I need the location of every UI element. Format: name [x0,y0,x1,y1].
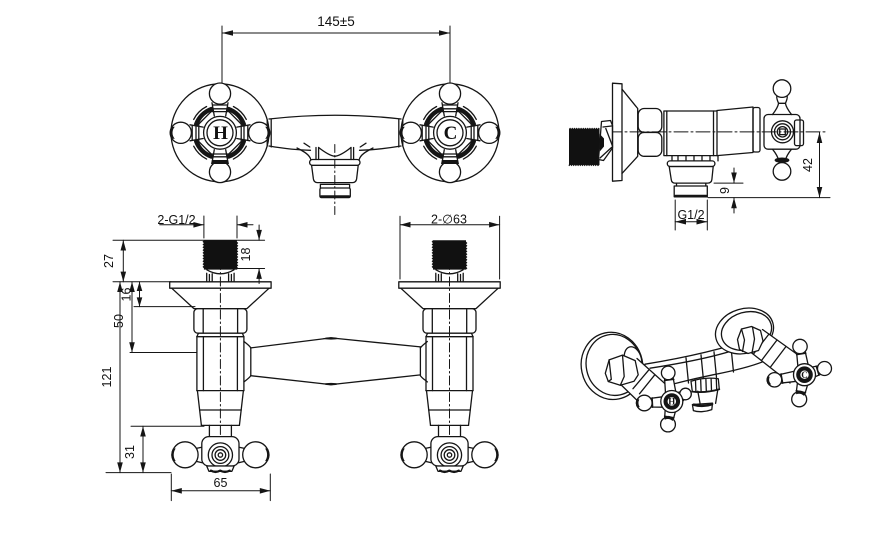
svg-text:9: 9 [718,187,732,194]
svg-text:2-∅63: 2-∅63 [431,213,467,227]
svg-text:2-G1/2: 2-G1/2 [157,213,195,227]
svg-text:42: 42 [801,158,815,172]
svg-text:C: C [801,370,808,380]
svg-text:31: 31 [123,445,137,459]
svg-text:65: 65 [214,476,228,490]
svg-text:C: C [444,123,458,144]
svg-text:G1/2: G1/2 [677,208,704,222]
svg-text:145±5: 145±5 [317,14,354,29]
svg-text:H: H [213,123,228,144]
svg-text:50: 50 [112,314,126,328]
svg-text:121: 121 [100,367,114,388]
svg-text:27: 27 [102,254,116,268]
svg-text:18: 18 [239,248,253,262]
svg-text:H: H [668,397,675,407]
